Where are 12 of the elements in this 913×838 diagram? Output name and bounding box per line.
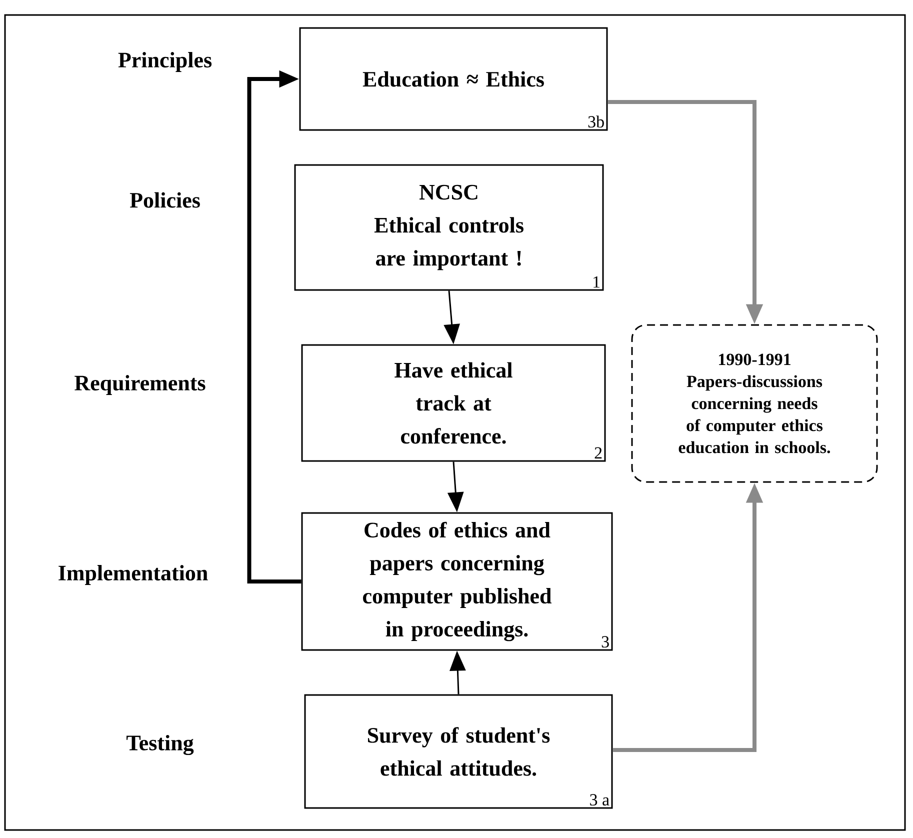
step-number: 3b [588, 116, 604, 128]
step-number: 2 [594, 447, 602, 459]
level-label: Testing [126, 734, 194, 756]
step-number: 1 [594, 276, 600, 288]
arrow [247, 70, 302, 584]
level-label: Policies [130, 192, 200, 208]
note-box: 1990-1991 Papers-discussions concerning needs of computer ethics education in schools. [631, 324, 878, 483]
step-number: 3 [602, 636, 609, 648]
level-label: Principles [118, 52, 212, 72]
level-label: Implementation [58, 565, 208, 585]
step-number: 3 a [590, 794, 610, 806]
level-label: Requirements [74, 375, 206, 395]
